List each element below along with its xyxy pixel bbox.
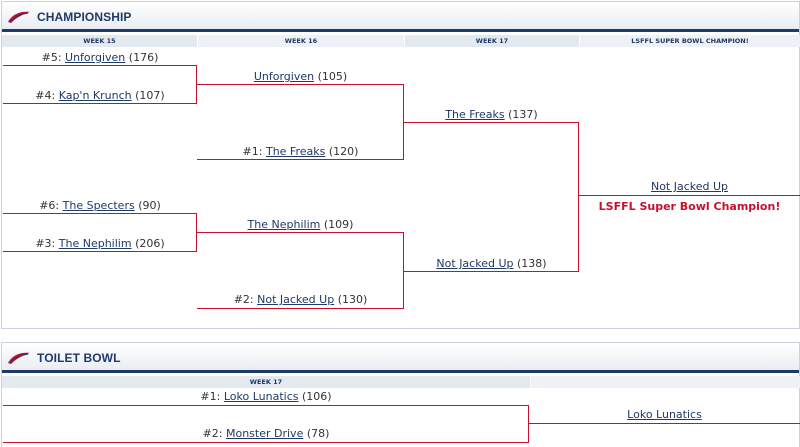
team-link[interactable]: The Specters <box>62 199 135 212</box>
bracket-line <box>578 122 579 272</box>
toilet-bowl-title: TOILET BOWL <box>37 351 121 365</box>
list-item: #2: Not Jacked Up (130) <box>233 293 368 306</box>
championship-panel: CHAMPIONSHIP WEEK 15 WEEK 16 WEEK 17 LSF… <box>1 1 800 329</box>
bracket-line <box>197 159 404 160</box>
champion-column-header: LSFFL SUPER BOWL CHAMPION! <box>580 35 800 47</box>
list-item: Unforgiven (105) <box>253 70 348 83</box>
bracket-line <box>404 271 579 272</box>
toilet-bowl-panel: TOILET BOWL WEEK 17 <box>1 342 800 447</box>
week-16-header: WEEK 16 <box>198 35 405 47</box>
list-item: #1: Loko Lunatics (106) <box>200 390 332 403</box>
champion-team-link[interactable]: Not Jacked Up <box>650 180 729 193</box>
list-item: #3: The Nephilim (206) <box>35 237 165 250</box>
bracket-line <box>197 308 404 309</box>
bracket-line <box>3 213 197 214</box>
team-link[interactable]: Unforgiven <box>65 51 126 64</box>
list-item: Not Jacked Up (138) <box>436 257 547 270</box>
champion-label: LSFFL Super Bowl Champion! <box>598 200 781 213</box>
list-item: The Nephilim (109) <box>247 218 354 231</box>
championship-title: CHAMPIONSHIP <box>37 10 132 24</box>
team-link[interactable]: The Nephilim <box>58 237 132 250</box>
bracket-line <box>197 84 404 85</box>
bracket-line <box>529 423 800 424</box>
winner-team-link[interactable]: Loko Lunatics <box>627 408 702 421</box>
team-link[interactable]: Kap'n Krunch <box>58 89 132 102</box>
bracket-line <box>196 213 197 252</box>
week-17-header: WEEK 17 <box>2 376 531 388</box>
bracket-line <box>528 405 529 443</box>
list-item: #1: The Freaks (120) <box>242 145 359 158</box>
team-link[interactable]: Not Jacked Up <box>257 293 335 306</box>
list-item: #4: Kap'n Krunch (107) <box>35 89 165 102</box>
list-item: The Freaks (137) <box>445 108 538 121</box>
bracket-line <box>3 405 529 406</box>
winner-column-header <box>531 376 800 388</box>
bracket-line <box>196 65 197 104</box>
list-item: #2: Monster Drive (78) <box>202 427 330 440</box>
bracket-line <box>197 232 404 233</box>
week-17-header: WEEK 17 <box>405 35 580 47</box>
champion-item: Not Jacked Up <box>579 180 800 193</box>
toilet-bowl-header: TOILET BOWL <box>2 343 799 373</box>
team-link[interactable]: Not Jacked Up <box>436 257 514 270</box>
bracket-line <box>579 195 800 196</box>
bracket-line <box>3 442 529 443</box>
bracket-line <box>403 84 404 160</box>
winner-item: Loko Lunatics <box>529 408 800 421</box>
team-link[interactable]: The Freaks <box>445 108 505 121</box>
week-15-header: WEEK 15 <box>2 35 198 47</box>
bracket-line <box>3 251 197 252</box>
team-link[interactable]: Unforgiven <box>253 70 315 83</box>
football-swoosh-icon <box>8 11 30 23</box>
team-link[interactable]: Monster Drive <box>225 427 304 440</box>
list-item: #5: Unforgiven (176) <box>41 51 159 64</box>
bracket-line <box>403 232 404 309</box>
list-item: #6: The Specters (90) <box>39 199 161 212</box>
bracket-line <box>3 65 197 66</box>
team-link[interactable]: The Nephilim <box>247 218 321 231</box>
team-link[interactable]: The Freaks <box>265 145 326 158</box>
championship-header: CHAMPIONSHIP <box>2 2 799 32</box>
football-swoosh-icon <box>8 352 30 364</box>
bracket-line <box>3 103 197 104</box>
team-link[interactable]: Loko Lunatics <box>223 390 299 403</box>
bracket-line <box>404 122 579 123</box>
